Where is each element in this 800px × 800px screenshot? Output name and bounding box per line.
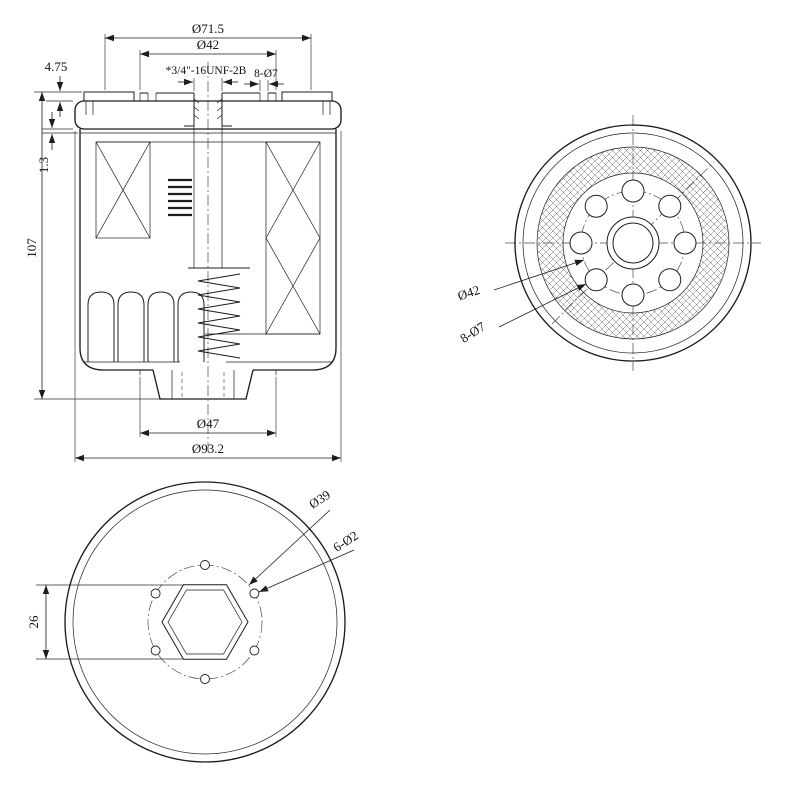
dim-dia-93-2: Ø93.2 [74, 131, 342, 462]
dim-bottom-dia-39: Ø39 [248, 487, 333, 586]
dim-dia-71-5: Ø71.5 [104, 21, 312, 90]
dim-1-3-label: 1.3 [36, 157, 51, 173]
dim-bottom-holes-6-d2: 6-Ø2 [258, 528, 361, 593]
section-thread-boss [184, 93, 232, 127]
bottom-view-hexagon [161, 584, 249, 660]
section-body-geometry [79, 129, 337, 375]
dim-4-75-label: 4.75 [45, 59, 68, 74]
top-view-holes [569, 179, 697, 307]
dim-holes-8-d7-section-label: 8-Ø7 [254, 68, 278, 80]
dim-107-label: 107 [24, 238, 39, 258]
section-bottom-ribs [87, 291, 205, 362]
bottom-view: Ø39 6-Ø2 26 [26, 481, 361, 763]
dim-top-dia-42: Ø42 [456, 259, 585, 303]
dim-dia-93-2-label: Ø93.2 [192, 441, 224, 456]
dim-dia-42-label: Ø42 [197, 37, 219, 52]
section-spring [188, 267, 250, 359]
dim-thread-spec: *3/4"-16UNF-2B [166, 65, 247, 91]
dim-thread-spec-label: *3/4"-16UNF-2B [166, 65, 247, 77]
bottom-view-holes [150, 560, 260, 684]
top-view-center-hole [606, 216, 660, 270]
top-view-shell-circles [514, 124, 752, 362]
bottom-view-bolt-circle [147, 564, 263, 680]
dim-dia-71-5-label: Ø71.5 [192, 21, 224, 36]
top-view: Ø42 8-Ø7 [456, 115, 761, 371]
section-view: Ø71.5 Ø42 *3/4"-16UNF-2B 8-Ø7 4.75 [24, 21, 342, 462]
section-bottom-port [152, 369, 254, 400]
dim-top-dia-42-label: Ø42 [456, 282, 482, 303]
dim-bottom-holes-6-d2-label: 6-Ø2 [330, 528, 361, 555]
section-lid-geometry [74, 91, 342, 134]
dim-bottom-dia-39-label: Ø39 [306, 487, 333, 512]
dim-dia-47: Ø47 [139, 377, 277, 437]
dim-26-label: 26 [26, 615, 41, 629]
dim-107: 107 [24, 92, 160, 400]
dim-dia-47-label: Ø47 [197, 416, 220, 431]
section-filter-element [95, 126, 321, 335]
bottom-view-shell-circles [64, 481, 346, 763]
dim-holes-8-d7-section: 8-Ø7 [244, 68, 284, 91]
dim-26: 26 [26, 584, 183, 660]
dim-top-holes-8-d7-label: 8-Ø7 [457, 318, 488, 345]
